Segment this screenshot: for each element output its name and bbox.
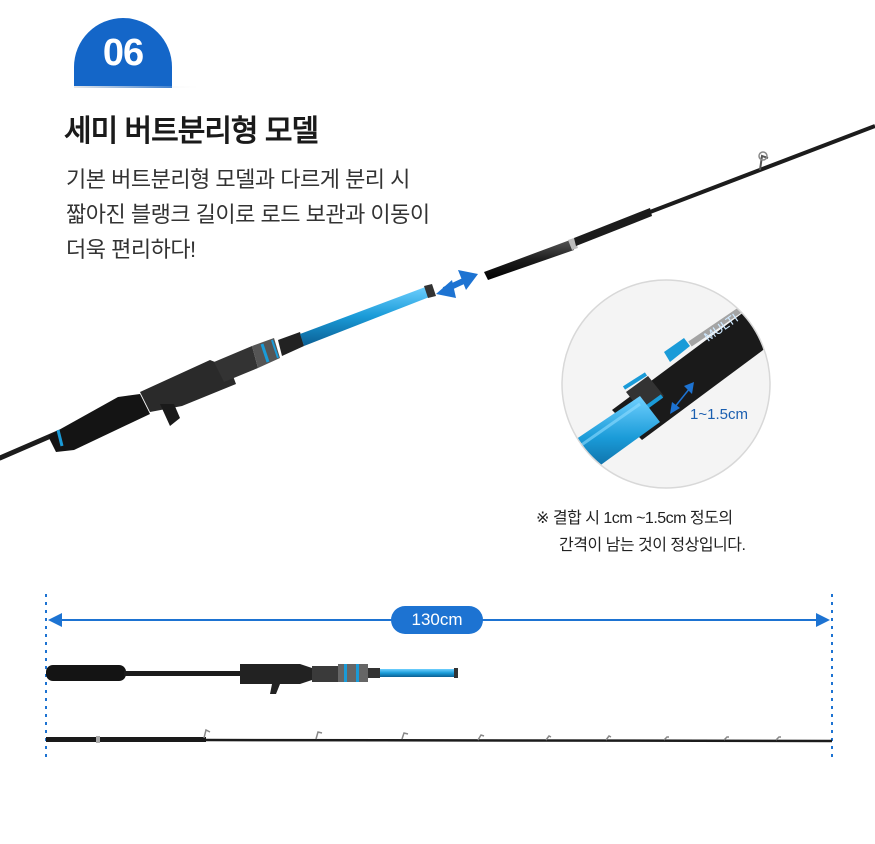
join-detail-magnifier: MULTI	[561, 279, 771, 489]
description-line: 더욱 편리하다!	[66, 237, 196, 262]
join-double-arrow-icon	[436, 270, 478, 298]
length-badge: 130cm	[391, 606, 483, 634]
note-line: ※ 결합 시 1cm ~1.5cm 정도의	[536, 510, 733, 527]
description-line: 짧아진 블랭크 길이로 로드 보관과 이동이	[66, 202, 430, 227]
butt-section	[0, 284, 436, 461]
page-title: 세미 버트분리형 모델	[64, 115, 319, 148]
note-line: 간격이 남는 것이 정상입니다.	[559, 537, 746, 554]
gap-label: 1~1.5cm	[690, 406, 748, 423]
assembly-note: ※ 결합 시 1cm ~1.5cm 정도의 간격이 남는 것이 정상입니다.	[536, 505, 856, 559]
tip-section	[484, 124, 875, 280]
section-number-badge: 06	[74, 18, 172, 88]
separated-butt-rod	[46, 664, 458, 694]
full-rod	[46, 728, 833, 743]
description-line: 기본 버트분리형 모델과 다르게 분리 시	[66, 167, 410, 192]
badge-underline	[74, 86, 198, 88]
section-number: 06	[102, 31, 144, 74]
description: 기본 버트분리형 모델과 다르게 분리 시 짧아진 블랭크 길이로 로드 보관과…	[66, 162, 486, 267]
